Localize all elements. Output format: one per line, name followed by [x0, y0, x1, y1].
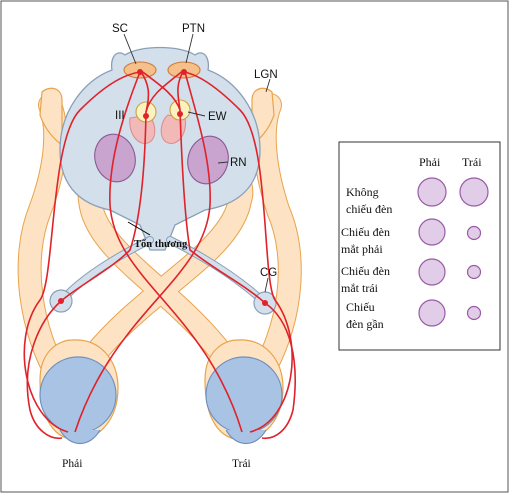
pupil-row3-right [418, 258, 446, 286]
eye-left [204, 339, 284, 445]
legend-row4-line2: đèn gần [346, 317, 384, 331]
pupil-row1-right [417, 177, 447, 207]
pupil-legend: Phải Trái Không chiếu đèn Chiếu đèn mắt … [338, 141, 501, 351]
legend-row1-line1: Không [346, 185, 379, 199]
label-iii: III [115, 110, 125, 122]
label-lgn: LGN [254, 69, 278, 81]
synapse-dots [58, 69, 268, 306]
red-nucleus-right [94, 133, 136, 183]
label-rn: RN [230, 157, 247, 169]
legend-col-right: Phải [419, 155, 441, 169]
legend-col-left: Trái [462, 155, 482, 169]
legend-row3-line1: Chiếu đèn [341, 264, 390, 278]
legend-row2-line2: mắt phải [341, 242, 383, 256]
label-lesion: Tổn thương [134, 239, 188, 250]
pupil-row2-right [418, 218, 446, 246]
legend-row2-line1: Chiếu đèn [341, 225, 390, 239]
pupil-row4-right [418, 299, 446, 327]
label-ptn: PTN [182, 23, 205, 35]
lesion-pointer [127, 221, 151, 236]
pupil-row3-left [466, 264, 482, 280]
pupil-row4-left [466, 305, 482, 321]
legend-row3-line2: mắt trái [341, 281, 379, 295]
label-eye-right: Phải [62, 458, 82, 470]
label-sc: SC [112, 23, 128, 35]
label-eye-left: Trái [232, 458, 251, 470]
ew-body-left [160, 114, 186, 144]
label-leaders [123, 33, 271, 293]
pupil-row1-left [459, 177, 489, 207]
eye-right [39, 339, 119, 445]
legend-row1-line2: chiếu đèn [346, 202, 392, 216]
red-nucleus-left [187, 135, 229, 185]
legend-row4-line1: Chiếu [346, 300, 375, 314]
pupil-row2-left [466, 225, 482, 241]
label-ew: EW [208, 111, 227, 123]
pupillary-pathways [23, 69, 296, 439]
label-cg: CG [260, 267, 277, 279]
